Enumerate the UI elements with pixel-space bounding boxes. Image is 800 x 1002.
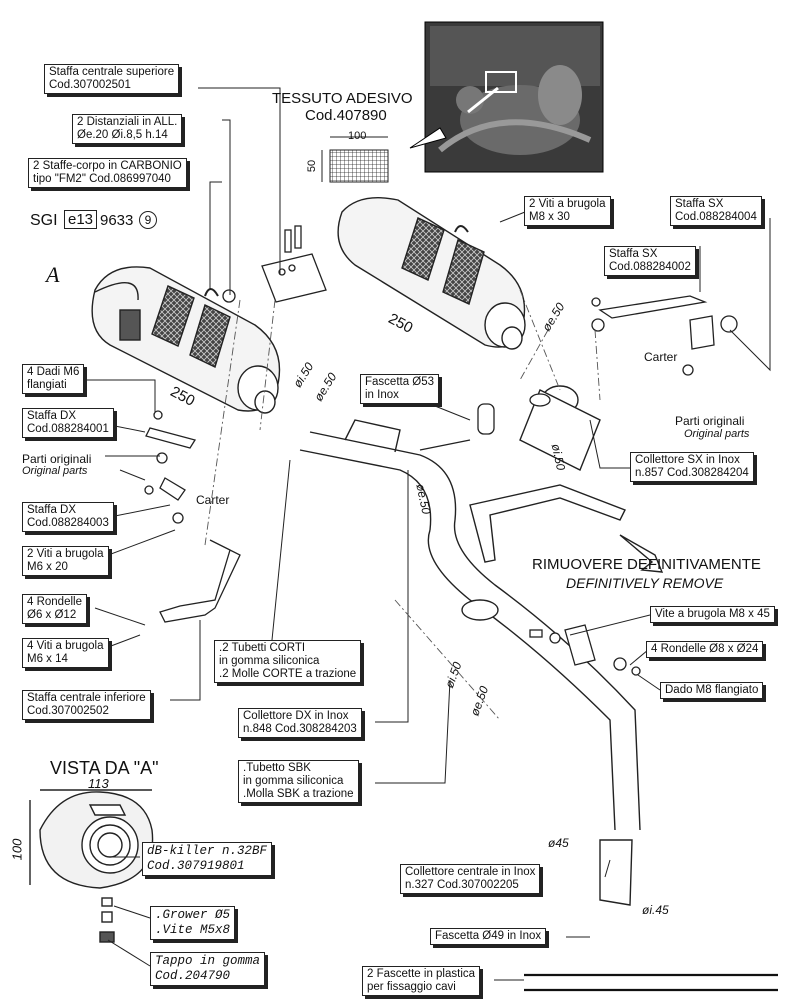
callout-washers-8x24: 4 Rondelle Ø8 x Ø24	[646, 641, 764, 658]
remove-label-en: DEFINITIVELY REMOVE	[566, 575, 724, 591]
adhesive-fabric-sample	[321, 136, 389, 183]
dia-45: ø45	[548, 836, 569, 850]
removed-frame	[469, 484, 664, 573]
homologation-circle: 9	[139, 211, 157, 229]
adhesive-fabric-title: TESSUTO ADESIVO	[272, 90, 413, 107]
right-brackets	[591, 295, 738, 376]
left-brackets	[144, 410, 197, 524]
end-view-a	[29, 789, 154, 943]
carter-right-label: Carter	[644, 350, 678, 364]
original-parts-right-it: Parti originali	[675, 414, 745, 428]
view-letter-a: A	[46, 262, 60, 287]
dim-113: 113	[88, 776, 109, 791]
original-parts-left-en: Original parts	[22, 465, 88, 477]
callout-short-tubes: .2 Tubetti CORTI in gomma siliconica.2 M…	[214, 640, 362, 683]
left-silencer	[91, 266, 281, 414]
callout-clamp-49: Fascetta Ø49 in Inox	[430, 928, 547, 945]
right-silencer	[337, 197, 526, 350]
fabric-width-dim: 100	[348, 130, 367, 142]
assembly-axes	[204, 289, 601, 721]
callout-aluminium-spacers: 2 Distanziali in ALL.Øe.20 Øi.8,5 h.14	[72, 114, 183, 144]
homologation-number: 9633	[100, 212, 134, 229]
adhesive-fabric-code: Cod.407890	[305, 107, 387, 124]
original-parts-right-en: Original parts	[684, 428, 750, 440]
cable-ties	[524, 973, 778, 992]
callout-screw-m8x45: Vite a brugola M8 x 45	[650, 606, 775, 623]
callout-nut-m8: Dado M8 flangiato	[660, 682, 764, 699]
motorcycle-photo	[409, 21, 604, 173]
fabric-height-dim: 50	[306, 159, 319, 173]
carter-left-label: Carter	[196, 493, 230, 507]
right-hardware	[477, 393, 641, 676]
callout-sbk-tube: .Tubetto SBK in gomma siliconica.Molla S…	[238, 760, 359, 803]
remove-label-it: RIMUOVERE DEFINITIVAMENTE	[532, 556, 761, 573]
lower-central-bracket	[159, 539, 241, 623]
upper-central-bracket	[222, 225, 327, 303]
header-pipes	[299, 385, 641, 906]
sgi-mark: SGI	[30, 212, 58, 229]
dia-i45: øi.45	[642, 903, 669, 917]
e-mark: e13	[64, 210, 98, 229]
dim-100: 100	[9, 838, 25, 861]
view-a-title: VISTA DA "A"	[50, 758, 159, 778]
original-parts-left-it: Parti originali	[22, 452, 92, 466]
callout-grower-screw: .Grower Ø5.Vite M5x8	[150, 906, 236, 940]
